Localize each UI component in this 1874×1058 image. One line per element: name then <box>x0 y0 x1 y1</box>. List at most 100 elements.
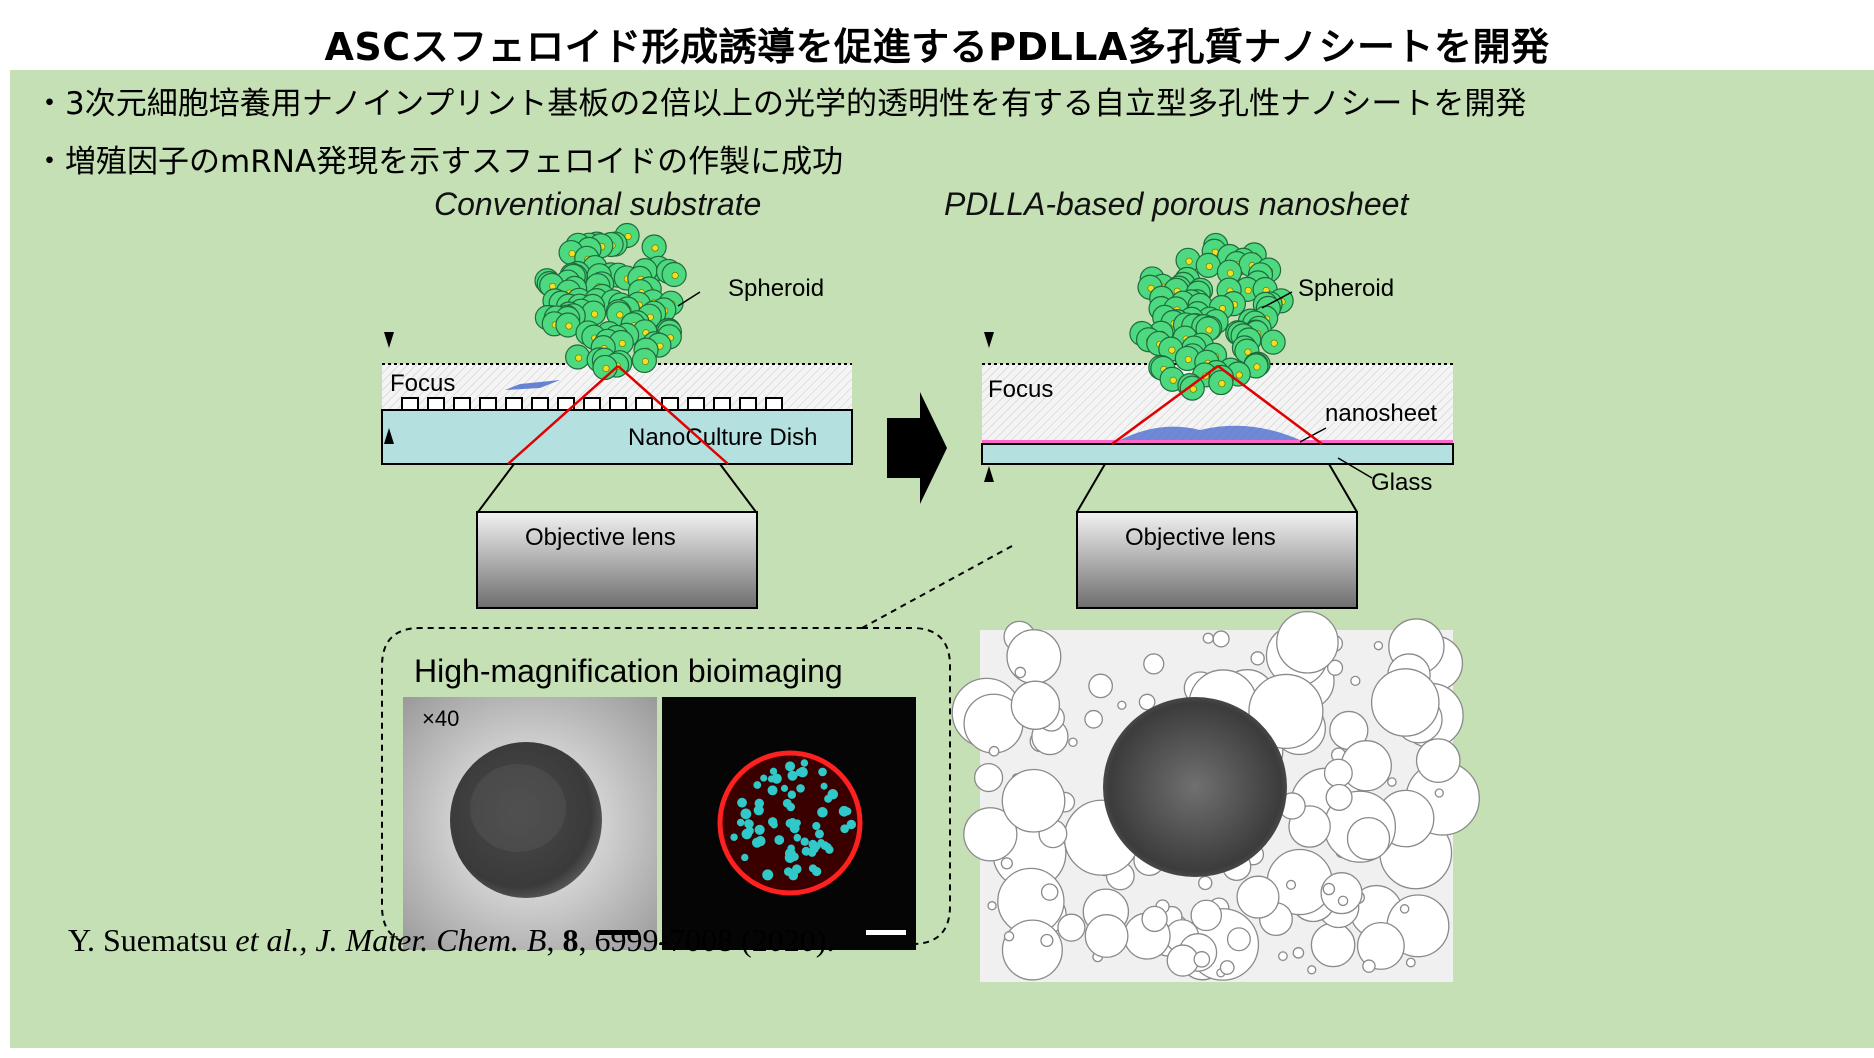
spheroid-cell <box>1216 259 1243 285</box>
nucleus-dot <box>787 770 798 781</box>
nucleus-dot <box>820 782 828 790</box>
pore <box>1014 666 1027 679</box>
right-diagram-heading: PDLLA-based porous nanosheet <box>944 186 1409 222</box>
nucleus-dot <box>753 805 764 816</box>
spheroid-cell <box>1260 329 1286 355</box>
pore <box>1327 659 1344 676</box>
nano-pillar <box>531 397 549 411</box>
pore <box>1373 640 1384 651</box>
left-focus-bottom-arrow <box>384 428 394 444</box>
pore <box>1193 951 1211 968</box>
pore <box>1212 630 1230 648</box>
nucleus-dot <box>793 833 802 842</box>
nucleus-dot <box>770 820 778 829</box>
pore <box>1415 738 1461 783</box>
nucleus-dot <box>825 845 834 854</box>
right-focus-top-arrow <box>984 332 994 348</box>
left-lens-cone-right <box>719 463 757 513</box>
transition-arrow <box>887 392 947 504</box>
left-diagram: NanoCulture Dish Focus Spheroid Objectiv… <box>381 222 853 609</box>
fluorescence-micrograph <box>662 697 916 950</box>
nucleus-dot <box>787 790 797 799</box>
pore <box>1006 629 1062 685</box>
right-lens-cone-left <box>1076 463 1106 513</box>
bullet-point-1: ・3次元細胞培養用ナノインプリント基板の2倍以上の光学的透明性を有する自立型多孔… <box>34 86 1527 122</box>
citation: Y. Suematsu et al., J. Mater. Chem. B, 8… <box>68 922 834 959</box>
nucleus-dot <box>840 824 850 834</box>
nucleus-dot <box>767 785 778 796</box>
spheroid-cell <box>1195 252 1221 278</box>
right-spheroid <box>1120 232 1300 440</box>
page-title: ASCスフェロイド形成誘導を促進するPDLLA多孔質ナノシートを開発 <box>324 25 1550 69</box>
citation-pages: , 6999-7008 (2020). <box>578 922 835 958</box>
brightfield-spheroid <box>450 742 602 898</box>
nanoculture-dish <box>381 409 853 465</box>
pore <box>1040 933 1054 948</box>
nano-pillar <box>401 397 419 411</box>
pore <box>1350 675 1361 687</box>
nanosheet-micrograph <box>951 610 1480 982</box>
pore <box>1320 872 1363 915</box>
nano-pillar <box>687 397 705 411</box>
nucleus-dot <box>744 819 754 829</box>
nucleus-dot <box>762 869 774 881</box>
nucleus-dot <box>740 808 752 820</box>
pore <box>1143 653 1165 675</box>
nanosheet-label: nanosheet <box>1325 400 1437 427</box>
callout-connector <box>861 545 1013 629</box>
pore <box>1057 913 1086 942</box>
glass-substrate <box>981 443 1454 465</box>
fluorescent-nuclei <box>730 759 857 881</box>
glass-leader <box>1337 457 1373 479</box>
pore <box>1068 737 1078 748</box>
pore <box>1088 673 1114 699</box>
nucleus-dot <box>797 766 808 778</box>
pore <box>1325 783 1353 811</box>
pore <box>1198 875 1213 891</box>
citation-volume: 8 <box>562 922 579 958</box>
pore <box>1399 904 1410 914</box>
right-focus-bottom-arrow <box>984 466 994 482</box>
left-focus-label: Focus <box>390 370 455 397</box>
pore <box>1370 668 1440 737</box>
pore <box>1000 857 1013 870</box>
nano-pillar <box>479 397 497 411</box>
nucleus-dot <box>843 807 852 816</box>
right-spread-cells <box>1120 425 1300 440</box>
imaging-callout-frame <box>381 627 951 945</box>
spheroid-cell <box>592 354 618 381</box>
pore <box>1434 788 1444 798</box>
pore <box>1362 959 1376 973</box>
nucleus-dot <box>760 774 768 782</box>
pore <box>1285 879 1297 890</box>
nanosheet-pores <box>951 610 1480 981</box>
nucleus-dot <box>774 835 785 845</box>
pore <box>1003 931 1015 942</box>
nucleus-dot <box>817 807 828 818</box>
nano-pillar <box>713 397 731 411</box>
right-focus-label: Focus <box>988 376 1053 403</box>
nano-pillar <box>427 397 445 411</box>
spheroid-cell <box>1175 247 1201 273</box>
right-spheroid-label: Spheroid <box>1298 275 1394 302</box>
nucleus-dot <box>787 844 795 853</box>
left-spheroid <box>534 222 687 381</box>
spheroid-cell <box>661 261 687 288</box>
pore <box>1010 680 1061 730</box>
nano-pillar <box>609 397 627 411</box>
pore <box>1084 914 1129 958</box>
nucleus-dot <box>800 837 809 846</box>
pore <box>1405 957 1416 968</box>
pore <box>1356 922 1405 970</box>
left-lens-cone-left <box>477 463 515 513</box>
pore <box>1387 777 1397 787</box>
pore <box>1346 816 1391 861</box>
nucleus-dot <box>753 781 762 789</box>
right-objective-lens <box>1076 511 1358 609</box>
nucleus-dot <box>801 846 811 856</box>
dish-label: NanoCulture Dish <box>628 424 817 451</box>
nucleus-dot <box>818 767 827 777</box>
spheroid-cell <box>1208 369 1234 396</box>
left-lens-label: Objective lens <box>525 524 676 551</box>
